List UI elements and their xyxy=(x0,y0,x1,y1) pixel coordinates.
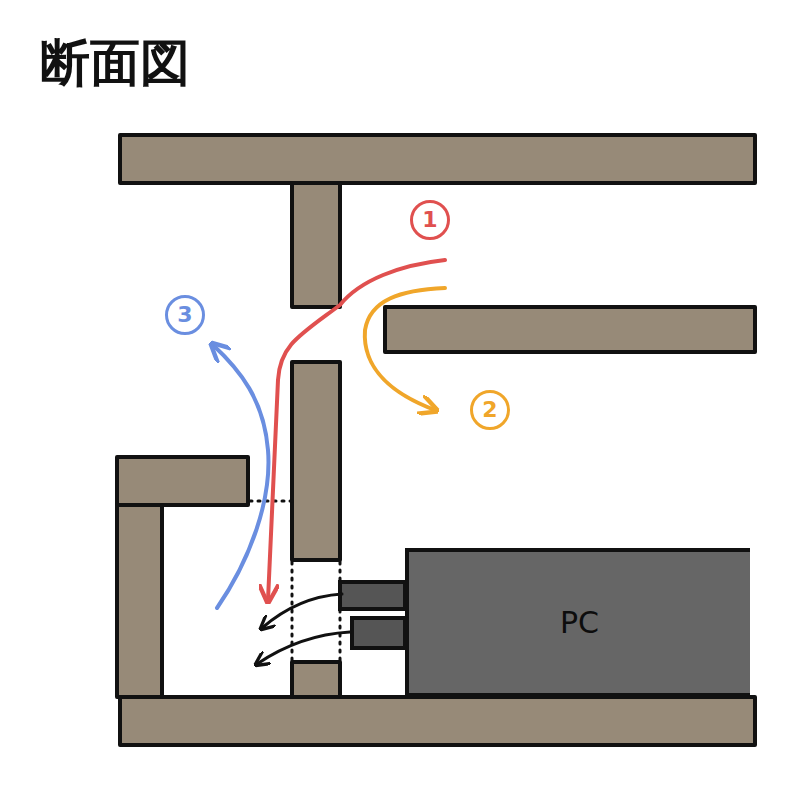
airflow-arrow xyxy=(213,345,268,608)
callout-number: 3 xyxy=(165,295,205,335)
node-label: PC xyxy=(560,606,599,639)
callout-number: 2 xyxy=(470,390,510,430)
center-panel xyxy=(292,362,340,560)
callout-number: 1 xyxy=(422,208,437,232)
pc-box: PC xyxy=(405,548,750,697)
left-top-shelf xyxy=(117,457,248,505)
exhaust-arrow xyxy=(262,594,342,628)
pc-connector xyxy=(340,582,405,609)
callout-number: 3 xyxy=(177,303,192,327)
title: 断面図 xyxy=(40,36,190,91)
callout-number: 1 xyxy=(410,200,450,240)
upper-divider xyxy=(292,183,340,307)
dotted-line xyxy=(339,562,342,660)
left-wall xyxy=(117,505,162,697)
base-board xyxy=(120,697,755,745)
callout-number: 2 xyxy=(482,398,497,422)
middle-shelf xyxy=(385,307,755,352)
top-shelf xyxy=(120,135,755,183)
bottom-block xyxy=(292,662,340,697)
airflow-arrow xyxy=(365,288,445,410)
exhaust-arrow xyxy=(257,632,350,664)
pc-connector xyxy=(352,618,405,648)
